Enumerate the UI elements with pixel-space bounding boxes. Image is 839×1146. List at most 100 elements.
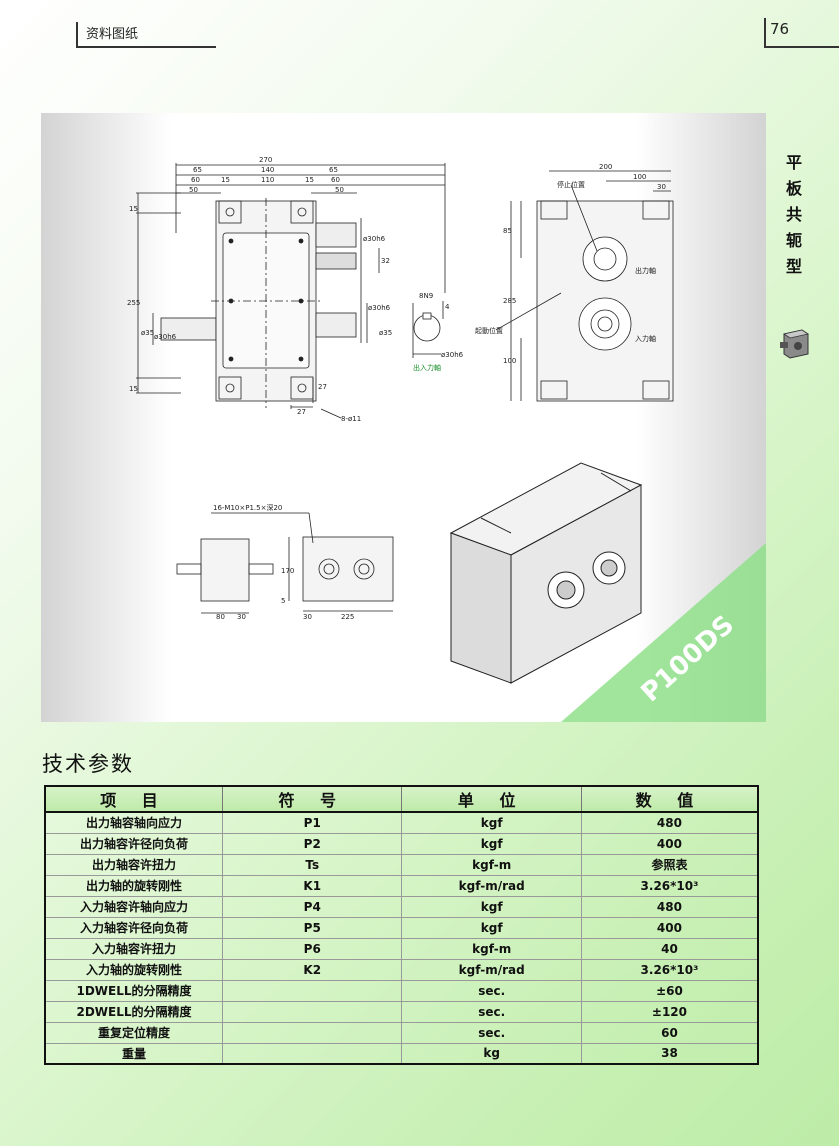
table-row: 出力轴容许扭力 Ts kgf-m 参照表	[44, 854, 759, 876]
side-view: 200 100 30 停止位置 出力軸 入力軸 起動位置 85 285 100	[475, 163, 674, 402]
dim-label: 65	[329, 166, 338, 174]
cell-item: 入力轴容许扭力	[44, 938, 224, 960]
dim-label: 65	[193, 166, 202, 174]
technical-drawing-panel: 270 65 140 65 60 15 110 15 60 50 50 15 2…	[41, 113, 766, 722]
page-number: 76	[770, 20, 790, 38]
cell-item: 入力轴的旋转刚性	[44, 959, 224, 981]
table-row: 出力轴容轴向应力 P1 kgf 480	[44, 812, 759, 834]
cell-value: 480	[580, 812, 759, 834]
cell-symbol	[222, 1043, 403, 1065]
cell-item: 出力轴容许径向负荷	[44, 833, 224, 855]
model-ribbon	[561, 543, 766, 722]
cell-unit: kgf-m	[401, 938, 582, 960]
cell-value: 480	[580, 896, 759, 918]
cell-symbol	[222, 1001, 403, 1023]
dim-label: 30	[657, 183, 666, 191]
dim-label: 225	[341, 613, 354, 621]
table-row: 重量 kg 38	[44, 1043, 759, 1065]
cell-item: 入力轴容许轴向应力	[44, 896, 224, 918]
dim-label: 50	[189, 186, 198, 194]
cell-item: 出力轴容许扭力	[44, 854, 224, 876]
header-right-underline	[764, 46, 839, 48]
table-row: 重复定位精度 sec. 60	[44, 1022, 759, 1044]
technical-drawing: 270 65 140 65 60 15 110 15 60 50 50 15 2…	[127, 156, 766, 722]
dim-label: 30	[237, 613, 246, 621]
cell-item: 2DWELL的分隔精度	[44, 1001, 224, 1023]
dim-label: 110	[261, 176, 274, 184]
side-title-char: 板	[785, 179, 802, 198]
isometric-view	[449, 462, 643, 684]
cell-unit: kgf	[401, 812, 582, 834]
table-row: 入力轴的旋转刚性 K2 kgf-m/rad 3.26*10³	[44, 959, 759, 981]
dim-label: 270	[259, 156, 272, 164]
shaft-detail: 8N9 4 ø30h6 出入力軸	[412, 292, 464, 372]
cell-value: 40	[580, 938, 759, 960]
cell-symbol: K1	[222, 875, 403, 897]
cell-unit: kgf-m/rad	[401, 959, 582, 981]
cell-item: 1DWELL的分隔精度	[44, 980, 224, 1002]
cell-symbol: P2	[222, 833, 403, 855]
cell-symbol: P1	[222, 812, 403, 834]
shaft-caption: 出入力軸	[413, 363, 441, 372]
cell-symbol: P6	[222, 938, 403, 960]
cell-symbol	[222, 980, 403, 1002]
header-left-underline	[76, 46, 216, 48]
dim-label: 15	[129, 205, 138, 213]
dim-label: 32	[381, 257, 390, 265]
dim-label: 15	[129, 385, 138, 393]
side-title: 平 板 共 轭 型	[784, 150, 804, 280]
spec-table: 项 目 符 号 单 位 数 值 出力轴容轴向应力 P1 kgf 480 出力轴容…	[44, 785, 759, 1065]
dim-label: 85	[503, 227, 512, 235]
dim-label: 60	[191, 176, 200, 184]
cell-value: 38	[580, 1043, 759, 1065]
cell-value: 参照表	[580, 854, 759, 876]
dim-label: ø30h6	[368, 304, 391, 312]
header-right-rule	[764, 18, 766, 48]
dim-label: 27	[297, 408, 306, 416]
dim-label: 停止位置	[557, 180, 585, 189]
dim-label: 27	[318, 383, 327, 391]
dim-label: ø35	[379, 329, 392, 337]
side-title-char: 平	[785, 153, 802, 172]
cell-value: 400	[580, 917, 759, 939]
dim-label: 出力軸	[635, 266, 656, 275]
dim-label: 15	[305, 176, 314, 184]
cell-symbol: Ts	[222, 854, 403, 876]
cell-symbol	[222, 1022, 403, 1044]
table-row: 出力轴的旋转刚性 K1 kgf-m/rad 3.26*10³	[44, 875, 759, 897]
dim-label: 100	[633, 173, 646, 181]
table-row: 入力轴容许轴向应力 P4 kgf 480	[44, 896, 759, 918]
cell-unit: kgf-m/rad	[401, 875, 582, 897]
dim-label: 60	[331, 176, 340, 184]
header-left-rule	[76, 22, 78, 48]
cell-value: 3.26*10³	[580, 959, 759, 981]
dim-label: 16-M10×P1.5×深20	[213, 503, 282, 512]
cell-value: 3.26*10³	[580, 875, 759, 897]
dim-label: 8N9	[419, 292, 433, 300]
dim-label: ø30h6	[154, 333, 177, 341]
section-title: 技术参数	[42, 752, 134, 776]
header-title: 资料图纸	[86, 27, 139, 42]
table-row: 出力轴容许径向负荷 P2 kgf 400	[44, 833, 759, 855]
dim-label: 15	[221, 176, 230, 184]
cell-value: 60	[580, 1022, 759, 1044]
cell-item: 出力轴的旋转刚性	[44, 875, 224, 897]
table-row: 2DWELL的分隔精度 sec. ±120	[44, 1001, 759, 1023]
dim-label: 140	[261, 166, 274, 174]
dim-label: 200	[599, 163, 612, 171]
table-row: 1DWELL的分隔精度 sec. ±60	[44, 980, 759, 1002]
table-header-row: 项 目 符 号 单 位 数 值	[44, 785, 759, 813]
dim-label: 起動位置	[475, 326, 503, 335]
cell-unit: kg	[401, 1043, 582, 1065]
top-view: 16-M10×P1.5×深20 170 5 80 30 30 225	[176, 503, 394, 621]
cell-item: 入力轴容许径向负荷	[44, 917, 224, 939]
dim-label: 4	[445, 303, 450, 311]
header-item: 项 目	[44, 785, 224, 813]
dim-label: ø35	[141, 329, 154, 337]
dim-label: 100	[503, 357, 516, 365]
cell-unit: kgf	[401, 833, 582, 855]
dim-label: 50	[335, 186, 344, 194]
header-unit: 单 位	[401, 785, 582, 813]
table-row: 入力轴容许扭力 P6 kgf-m 40	[44, 938, 759, 960]
cell-value: 400	[580, 833, 759, 855]
